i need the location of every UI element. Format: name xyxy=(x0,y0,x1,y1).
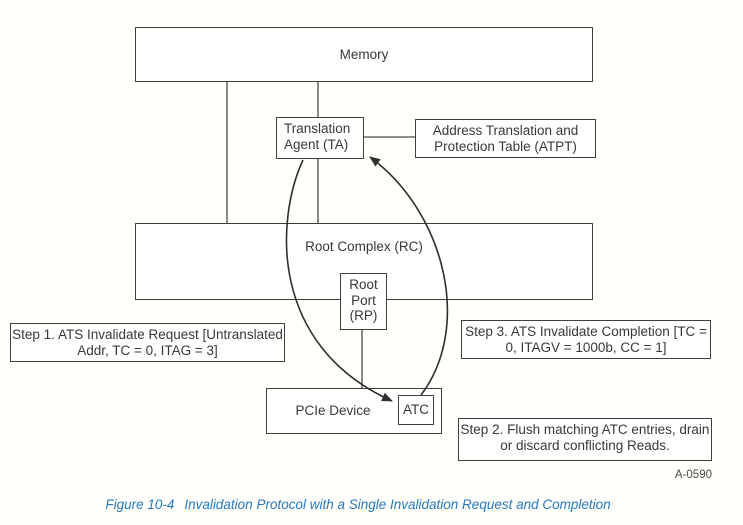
pcie-device-label: PCIe Device xyxy=(295,403,371,419)
rp-label-line2: Port xyxy=(351,292,376,308)
artifact-id: A-0590 xyxy=(674,469,712,481)
atc-label: ATC xyxy=(403,402,429,418)
rp-label-line1: Root xyxy=(349,277,378,292)
rc-label: Root Complex (RC) xyxy=(305,239,423,254)
atpt-node: Address Translation and Protection Table… xyxy=(415,119,596,158)
translation-agent-node: Translation Agent (TA) xyxy=(276,117,364,159)
memory-label: Memory xyxy=(339,46,389,62)
ta-label-line2: Agent (TA) xyxy=(284,136,349,152)
memory-node: Memory xyxy=(135,27,593,82)
ta-label-line1: Translation xyxy=(284,121,351,136)
rp-label-line3: (RP) xyxy=(349,308,378,324)
step1-annotation: Step 1. ATS Invalidate Request [Untransl… xyxy=(10,323,285,362)
figure-caption-title: Invalidation Protocol with a Single Inva… xyxy=(184,497,611,512)
root-port-node: Root Port (RP) xyxy=(340,273,387,330)
atpt-label-line1: Address Translation and xyxy=(432,123,579,138)
figure-caption-number: Figure 10-4 xyxy=(105,497,175,512)
step2-line1: Step 2. Flush matching ATC entries, xyxy=(460,422,676,437)
step3-annotation: Step 3. ATS Invalidate Completion [TC = … xyxy=(461,320,711,359)
step2-line2: drain or discard conflicting Reads. xyxy=(500,422,710,453)
atpt-label-line2: Protection Table (ATPT) xyxy=(434,138,577,154)
figure-caption: Figure 10-4 Invalidation Protocol with a … xyxy=(0,497,716,512)
atc-node: ATC xyxy=(398,395,434,425)
step3-line1: Step 3. ATS Invalidate Completion xyxy=(465,324,670,339)
step3-line2: [TC = 0, ITAGV = 1000b, CC = 1] xyxy=(505,324,707,355)
step2-annotation: Step 2. Flush matching ATC entries, drai… xyxy=(458,418,712,461)
step1-line2: [Untranslated Addr, TC = 0, ITAG = 3] xyxy=(77,327,283,358)
step1-line1: Step 1. ATS Invalidate Request xyxy=(12,327,199,342)
